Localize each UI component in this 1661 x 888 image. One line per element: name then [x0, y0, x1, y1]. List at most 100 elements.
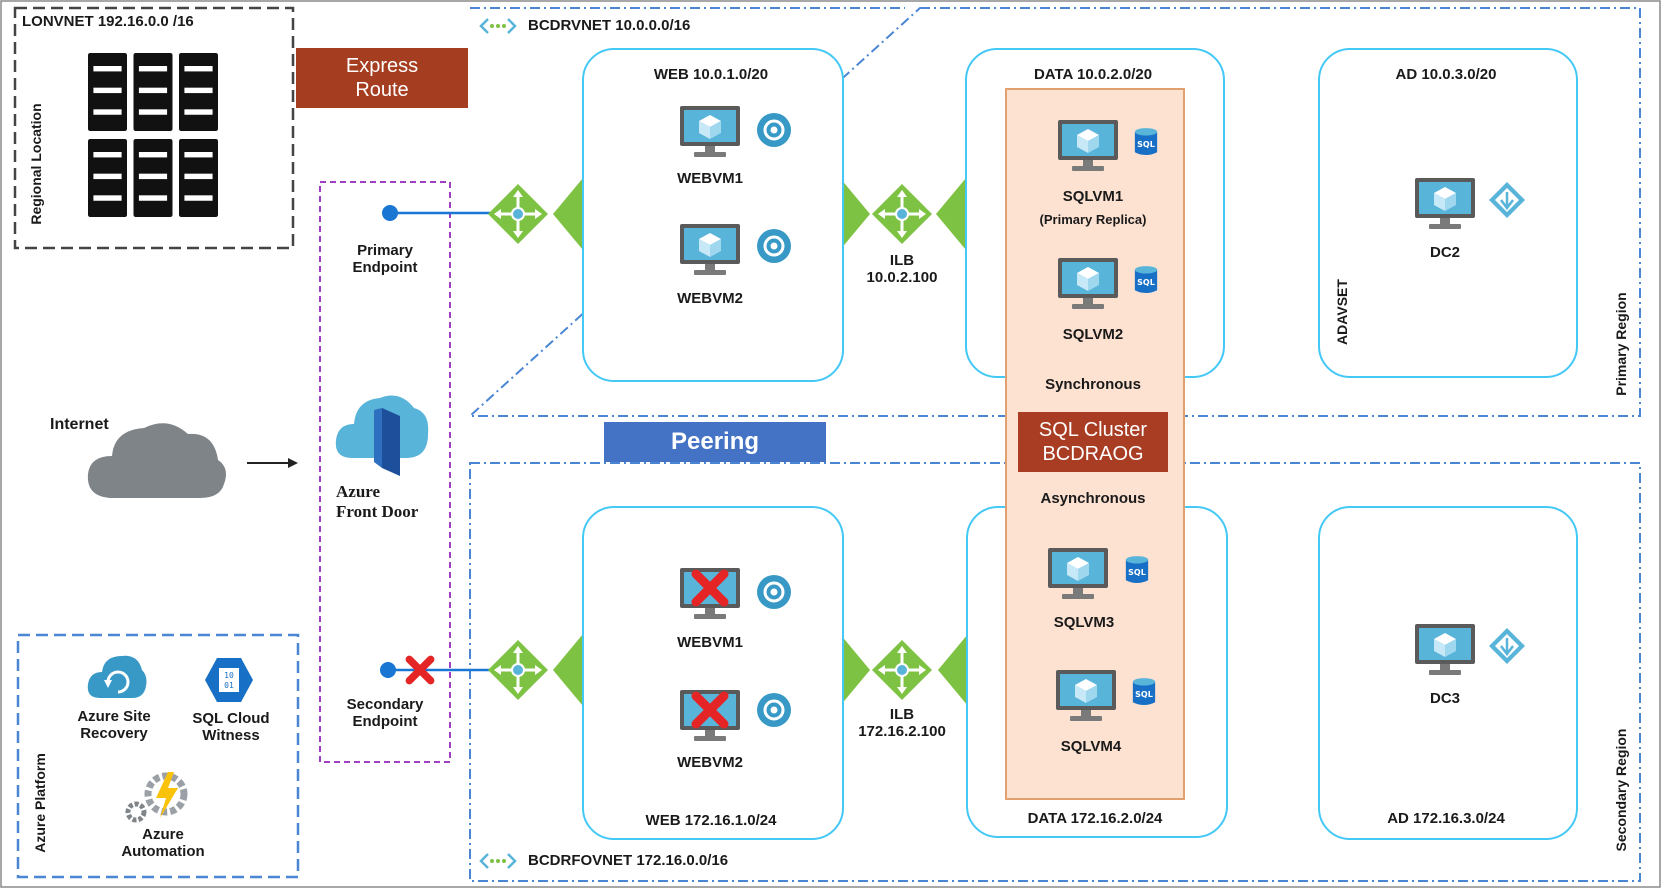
vm-icon [1056, 118, 1120, 174]
azure-platform-label: Azure Platform [32, 753, 48, 853]
vnet-icon [478, 16, 518, 36]
front-door-line2: Front Door [336, 502, 419, 521]
front-door-icon [335, 395, 429, 476]
secondary-region-label: Secondary Region [1613, 728, 1629, 852]
primary-ilb-line1: ILB [889, 252, 915, 269]
site-recovery-label: Azure Site Recovery [56, 708, 172, 742]
svg-text:10: 10 [224, 671, 234, 680]
site-recovery-icon [87, 655, 147, 698]
failed-vm-icon [678, 566, 742, 622]
endpoint-failed-icon [404, 654, 436, 686]
vm-icon [1056, 256, 1120, 312]
secondary-ilb-line1: ILB [889, 706, 915, 723]
app-service-icon [754, 572, 794, 612]
secondary-webvm1-label: WEBVM1 [677, 634, 743, 651]
primary-ilb-label: ILB 10.0.2.100 [840, 252, 964, 286]
vm-icon [1054, 668, 1118, 724]
secondary-endpoint-line1: Secondary [346, 696, 424, 713]
app-service-icon [754, 226, 794, 266]
azure-automation-line2: Automation [121, 843, 205, 860]
web-load-balancer-icon [486, 182, 550, 246]
primary-dc-label: DC2 [1429, 244, 1460, 261]
primary-endpoint-line1: Primary [357, 242, 413, 259]
vm-icon [678, 104, 742, 160]
front-door-line1: Azure [336, 482, 381, 501]
express-route-line1: Express [345, 55, 419, 77]
secondary-endpoint-line2: Endpoint [352, 713, 418, 730]
internal-load-balancer-icon [870, 182, 934, 246]
sql-badge-text: SQL [1137, 278, 1155, 287]
sqlvm1-label: SQLVM1 [1062, 188, 1124, 205]
sql-badge-text: SQL [1135, 690, 1153, 699]
app-service-icon [754, 690, 794, 730]
web-load-balancer-icon [486, 638, 550, 702]
secondary-ilb-line2: 172.16.2.100 [858, 723, 946, 740]
failed-vm-icon [678, 688, 742, 744]
front-door-label: Azure Front Door [336, 482, 418, 522]
express-route-line2: Route [355, 79, 409, 101]
cloud-icon [87, 423, 226, 498]
primary-ilb-line2: 10.0.2.100 [866, 269, 938, 286]
sql-database-icon: SQL [1133, 126, 1159, 158]
sqlvm4-label: SQLVM4 [1060, 738, 1122, 755]
site-recovery-line1: Azure Site [77, 708, 151, 725]
vm-icon [1413, 176, 1477, 232]
sqlvm1-role: (Primary Replica) [1039, 212, 1147, 227]
primary-vnet-label: BCDRVNET 10.0.0.0/16 [528, 17, 691, 34]
active-directory-icon [1487, 626, 1527, 666]
sql-cloud-witness-line1: SQL Cloud [192, 710, 270, 727]
primary-data-subnet-label: DATA 10.0.2.0/20 [1033, 66, 1153, 83]
azure-automation-label: Azure Automation [108, 826, 218, 860]
azure-automation-line1: Azure [142, 826, 184, 843]
primary-web-subnet-label: WEB 10.0.1.0/20 [653, 66, 769, 83]
svg-text:01: 01 [224, 681, 234, 690]
asynchronous-label: Asynchronous [1040, 490, 1146, 507]
sql-cloud-witness-label: SQL Cloud Witness [176, 710, 286, 744]
primary-endpoint-line2: Endpoint [352, 259, 418, 276]
platform-boundary [16, 633, 300, 879]
sql-cloud-witness-icon: 10 01 [205, 658, 253, 702]
server-rack-icon [88, 138, 218, 218]
primary-web-subnet [582, 48, 844, 382]
primary-webvm1-label: WEBVM1 [677, 170, 743, 187]
peering-label: Peering [604, 422, 826, 462]
primary-webvm2-label: WEBVM2 [677, 290, 743, 307]
sql-database-icon: SQL [1124, 554, 1150, 586]
vm-icon [1413, 622, 1477, 678]
primary-region-label: Primary Region [1613, 292, 1629, 396]
sqlvm2-label: SQLVM2 [1062, 326, 1124, 343]
front-door-boundary [319, 181, 451, 763]
sql-database-icon: SQL [1133, 264, 1159, 296]
server-rack-icon [88, 52, 218, 132]
onprem-vnet-label: LONVNET 192.16.0.0 /16 [22, 13, 194, 30]
sql-cloud-witness-line2: Witness [202, 727, 260, 744]
vnet-icon [478, 851, 518, 871]
secondary-webvm2-label: WEBVM2 [677, 754, 743, 771]
active-directory-icon [1487, 180, 1527, 220]
sqlvm3-label: SQLVM3 [1053, 614, 1115, 631]
site-recovery-line2: Recovery [80, 725, 148, 742]
sql-badge-text: SQL [1137, 140, 1155, 149]
internet-label: Internet [50, 416, 109, 433]
sql-badge-text: SQL [1128, 568, 1146, 577]
app-service-icon [754, 110, 794, 150]
sql-database-icon: SQL [1131, 676, 1157, 708]
onprem-boundary [13, 6, 295, 250]
automation-gear-icon [125, 772, 188, 823]
secondary-web-subnet [582, 506, 844, 840]
regional-location-label: Regional Location [28, 103, 44, 225]
secondary-endpoint-label: Secondary Endpoint [335, 696, 435, 730]
primary-endpoint-label: Primary Endpoint [340, 242, 430, 276]
primary-ad-subnet-label: AD 10.0.3.0/20 [1395, 66, 1497, 83]
secondary-dc-label: DC3 [1429, 690, 1460, 707]
secondary-data-subnet-label: DATA 172.16.2.0/24 [1027, 810, 1163, 827]
sql-cluster-box: SQL Cluster BCDRAOG [1018, 412, 1168, 472]
secondary-ad-subnet-label: AD 172.16.3.0/24 [1387, 810, 1505, 827]
vm-icon [678, 222, 742, 278]
secondary-ilb-label: ILB 172.16.2.100 [836, 706, 968, 740]
sql-cluster-line1: SQL Cluster [1038, 419, 1148, 441]
synchronous-label: Synchronous [1045, 376, 1141, 393]
secondary-web-subnet-label: WEB 172.16.1.0/24 [645, 812, 777, 829]
